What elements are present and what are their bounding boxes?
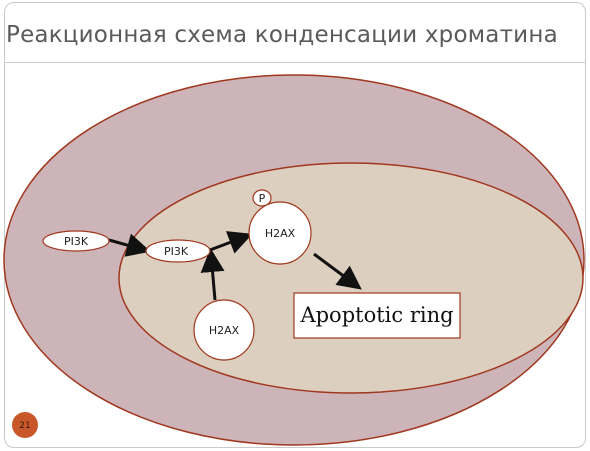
phospho-node: P <box>252 189 272 207</box>
arrow-pi3k-to-pi3k <box>108 233 151 257</box>
phospho-label: P <box>259 192 266 205</box>
slide-number-badge: 21 <box>12 412 38 438</box>
h2ax-top-label: H2AX <box>265 227 296 240</box>
nucleus <box>118 162 584 394</box>
pi3k-outer-node: PI3K <box>42 230 110 252</box>
arrow-h2ax-to-ring <box>313 252 362 290</box>
arrow-h2ax-up <box>200 248 225 301</box>
h2ax-bottom-label: H2AX <box>209 324 240 337</box>
h2ax-top-node: H2AX <box>248 201 312 265</box>
slide-number: 21 <box>19 421 30 431</box>
pi3k-inner-node: PI3K <box>145 239 211 263</box>
slide-frame <box>4 2 586 448</box>
h2ax-bottom-node: H2AX <box>193 299 255 361</box>
arrow-pi3k-to-h2ax <box>209 231 253 254</box>
slide-title: Реакционная схема конденсации хроматина <box>6 22 558 48</box>
apoptotic-ring-box: Apoptotic ring <box>293 292 461 339</box>
pi3k-inner-label: PI3K <box>164 245 189 258</box>
title-divider <box>4 62 586 63</box>
pi3k-outer-label: PI3K <box>64 235 89 248</box>
apoptotic-ring-label: Apoptotic ring <box>299 303 453 327</box>
